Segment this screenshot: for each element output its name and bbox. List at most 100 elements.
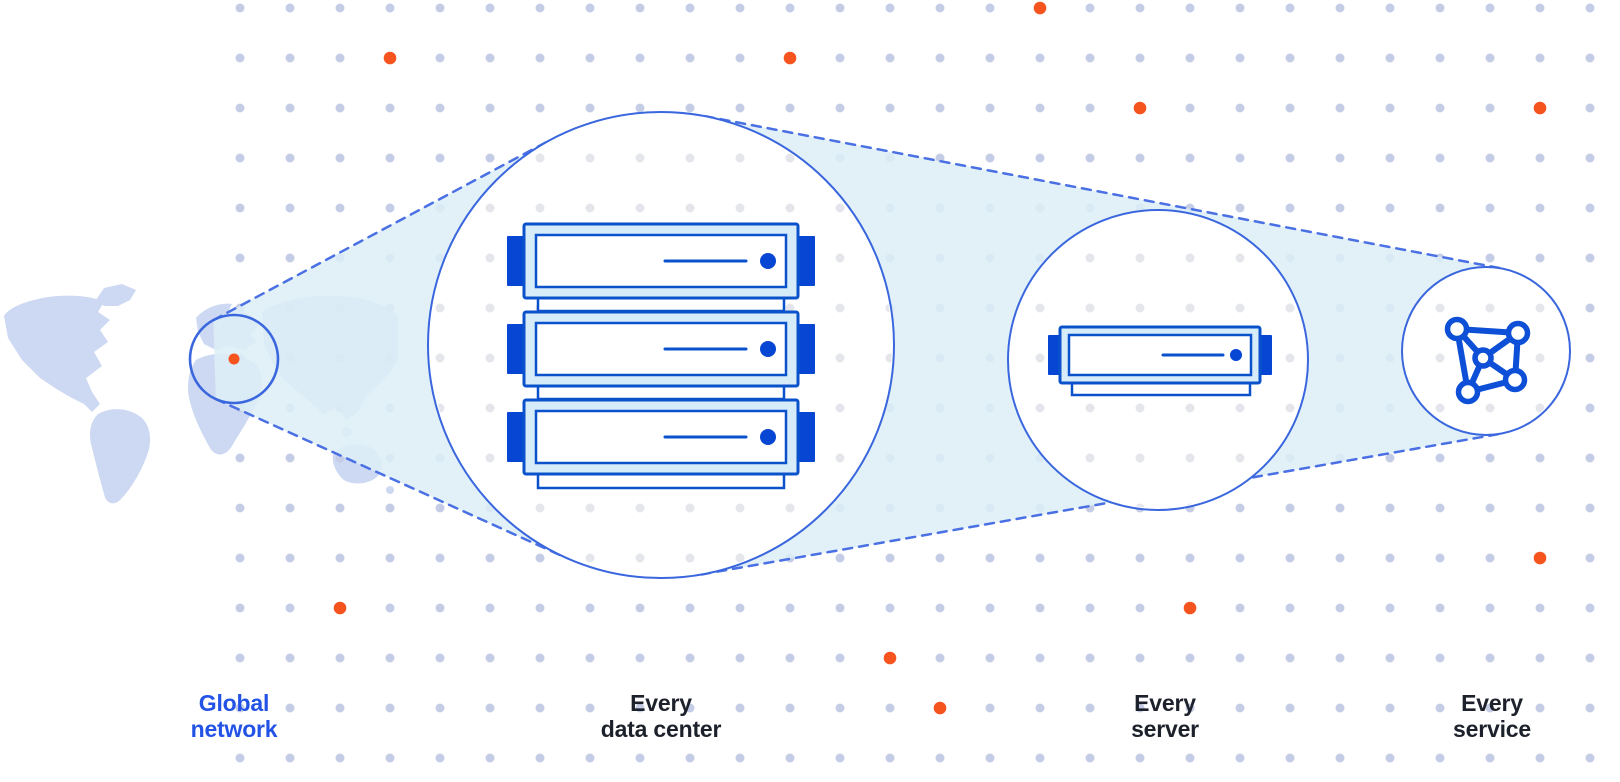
grid-dot: [1535, 653, 1545, 663]
grid-dot: [1385, 753, 1395, 763]
power-dot: [760, 429, 776, 445]
grid-dot: [485, 703, 495, 713]
grid-dot: [1335, 753, 1345, 763]
grid-dot: [935, 553, 945, 563]
grid-dot: [235, 53, 245, 63]
grid-dot: [1135, 303, 1145, 313]
grid-dot: [835, 203, 845, 213]
grid-dot: [1535, 253, 1545, 263]
grid-dot: [1285, 603, 1295, 613]
grid-dot: [585, 203, 595, 213]
grid-dot: [485, 153, 495, 163]
grid-dot: [535, 703, 545, 713]
grid-dot: [335, 553, 345, 563]
grid-dot: [1135, 603, 1145, 613]
grid-dot: [1035, 753, 1045, 763]
grid-dot: [785, 3, 795, 13]
grid-dot: [785, 153, 795, 163]
grid-dot: [235, 753, 245, 763]
grid-dot: [1385, 653, 1395, 663]
grid-dot: [585, 753, 595, 763]
grid-dot: [285, 3, 295, 13]
grid-dot: [935, 653, 945, 663]
grid-dot: [685, 53, 695, 63]
grid-dot: [835, 553, 845, 563]
grid-dot: [435, 53, 445, 63]
dashed-tangent-line: [700, 432, 1502, 576]
grid-dot: [1485, 603, 1495, 613]
grid-dot: [535, 603, 545, 613]
grid-dot: [685, 603, 695, 613]
grid-dot: [735, 603, 745, 613]
grid-dot: [785, 303, 795, 313]
grid-dot: [285, 603, 295, 613]
grid-dot: [735, 653, 745, 663]
grid-dot: [1585, 703, 1595, 713]
grid-dot: [1235, 653, 1245, 663]
grid-dot: [535, 503, 545, 513]
grid-dot: [1585, 353, 1595, 363]
grid-dot: [1085, 403, 1095, 413]
grid-dot: [835, 603, 845, 613]
accent-dot: [933, 701, 947, 715]
grid-dot: [1585, 753, 1595, 763]
grid-dot: [685, 703, 695, 713]
grid-dot: [1285, 303, 1295, 313]
grid-dot: [1435, 203, 1445, 213]
grid-dot: [635, 753, 645, 763]
dashed-tangent-line: [703, 114, 1504, 270]
grid-dot: [635, 603, 645, 613]
grid-dot: [1035, 403, 1045, 413]
grid-dot: [435, 753, 445, 763]
label-every-data-center: Every data center: [601, 690, 722, 742]
grid-dot: [785, 653, 795, 663]
grid-dot: [1335, 203, 1345, 213]
grid-dot: [535, 103, 545, 113]
grid-dot: [1035, 703, 1045, 713]
grid-dot: [735, 3, 745, 13]
grid-dot: [785, 103, 795, 113]
grid-dot: [1435, 403, 1445, 413]
grid-dot: [1035, 553, 1045, 563]
grid-dot: [485, 753, 495, 763]
rack-base: [536, 472, 786, 490]
grid-dot: [385, 103, 395, 113]
grid-dot: [1535, 203, 1545, 213]
grid-dot: [285, 253, 295, 263]
grid-dot: [435, 553, 445, 563]
accent-dot: [1183, 601, 1197, 615]
grid-dot: [285, 103, 295, 113]
grid-dot: [335, 153, 345, 163]
grid-dot: [685, 203, 695, 213]
power-dot: [760, 341, 776, 357]
grid-dot: [585, 603, 595, 613]
grid-dot: [585, 653, 595, 663]
grid-dot: [835, 753, 845, 763]
label-every-server: Every server: [1131, 690, 1199, 742]
grid-dot: [1485, 103, 1495, 113]
grid-dot: [685, 653, 695, 663]
map-zoom-ring: [188, 313, 280, 405]
grid-dot: [385, 603, 395, 613]
grid-dot: [235, 553, 245, 563]
grid-dot: [785, 703, 795, 713]
grid-dot: [1585, 503, 1595, 513]
grid-dot: [935, 3, 945, 13]
grid-dot: [1235, 553, 1245, 563]
grid-dot: [885, 703, 895, 713]
grid-dot: [1235, 503, 1245, 513]
grid-dot: [1435, 453, 1445, 463]
grid-dot: [435, 503, 445, 513]
accent-dot: [1533, 551, 1547, 565]
grid-dot: [1335, 653, 1345, 663]
grid-dot: [985, 603, 995, 613]
server-unit-icon: [1048, 325, 1272, 397]
accent-dot: [1533, 101, 1547, 115]
grid-dot: [1085, 703, 1095, 713]
grid-dot: [1335, 53, 1345, 63]
grid-dot: [1585, 253, 1595, 263]
grid-dot: [1535, 353, 1545, 363]
grid-dot: [1085, 253, 1095, 263]
grid-dot: [485, 303, 495, 313]
accent-dot: [883, 651, 897, 665]
